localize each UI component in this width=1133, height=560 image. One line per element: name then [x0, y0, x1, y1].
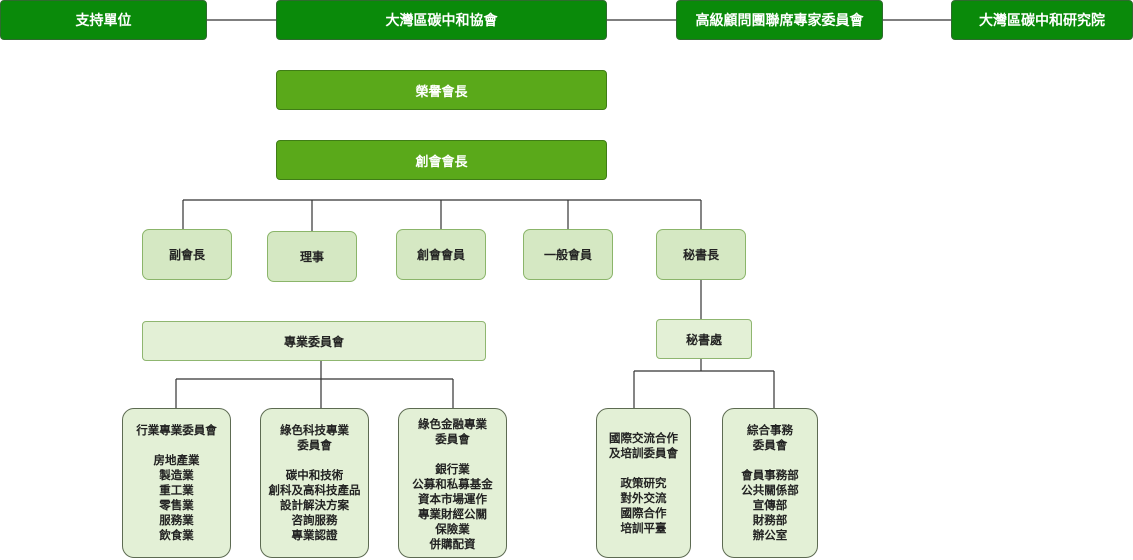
advisory-committee-label: 高級顧問團聯席專家委員會: [695, 13, 864, 29]
vice-president-label: 副會長: [168, 248, 205, 262]
green-finance-committee-title-line2: 委員會: [435, 432, 470, 446]
international-committee-title-line1: 國際交流合作: [609, 431, 678, 445]
list-item: 培訓平臺: [620, 521, 667, 535]
general-affairs-committee-list: 會員事務部 公共關係部 宣傳部 財務部 辦公室: [741, 468, 799, 543]
professional-committees-label: 專業委員會: [283, 334, 344, 349]
list-item: 咨詢服務: [291, 513, 338, 527]
general-affairs-committee-title-line1: 綜合事務: [747, 423, 793, 437]
list-item: 製造業: [159, 468, 194, 482]
list-item: 飲食業: [159, 528, 194, 542]
green-finance-committee-title-line1: 綠色金融專業: [418, 417, 487, 431]
director-box: 理事: [267, 231, 357, 282]
honorary-president-label: 榮譽會長: [415, 84, 468, 100]
list-item: 宣傳部: [752, 498, 788, 512]
international-committee-card: 國際交流合作 及培訓委員會 政策研究 對外交流 國際合作 培訓平臺: [596, 408, 691, 558]
list-item: 公募和私募基金: [412, 477, 493, 491]
founding-president-box: 創會會長: [276, 140, 607, 180]
list-item: 財務部: [752, 513, 788, 527]
director-label: 理事: [299, 250, 324, 264]
association-label: 大灣區碳中和協會: [385, 13, 498, 29]
list-item: 保險業: [435, 522, 470, 536]
list-item: 國際合作: [620, 506, 667, 520]
vice-president-box: 副會長: [142, 229, 232, 280]
honorary-president-box: 榮譽會長: [276, 70, 607, 110]
list-item: 服務業: [159, 513, 194, 527]
founding-member-label: 創會會員: [416, 248, 465, 262]
research-institute-box: 大灣區碳中和研究院: [951, 0, 1133, 40]
list-item: 零售業: [159, 498, 194, 512]
general-affairs-committee-title-line2: 委員會: [752, 438, 788, 452]
international-committee-title-line2: 及培訓委員會: [609, 446, 678, 460]
list-item: 碳中和技術: [285, 468, 344, 482]
list-item: 銀行業: [435, 462, 470, 476]
association-box: 大灣區碳中和協會: [276, 0, 607, 40]
list-item: 創科及高科技產品: [268, 483, 361, 497]
green-finance-committee-card: 綠色金融專業 委員會 銀行業 公募和私募基金 資本市場運作 專業財經公關 保險業…: [398, 408, 507, 558]
list-item: 專業財經公關: [418, 507, 487, 521]
list-item: 辦公室: [752, 528, 788, 542]
international-committee-list: 政策研究 對外交流 國際合作 培訓平臺: [621, 476, 667, 536]
general-affairs-committee-card: 綜合事務 委員會 會員事務部 公共關係部 宣傳部 財務部 辦公室: [722, 408, 818, 558]
list-item: 政策研究: [620, 476, 667, 490]
founding-president-label: 創會會長: [415, 154, 468, 170]
green-tech-committee-title-line2: 委員會: [297, 438, 332, 452]
list-item: 會員事務部: [741, 468, 799, 482]
list-item: 房地產業: [153, 453, 200, 467]
general-member-box: 一般會員: [523, 229, 613, 280]
list-item: 公共關係部: [741, 483, 799, 497]
green-finance-committee-list: 銀行業 公募和私募基金 資本市場運作 專業財經公關 保險業 併購配資: [412, 462, 493, 552]
industry-committee-card: 行業專業委員會 房地產業 製造業 重工業 零售業 服務業 飲食業: [122, 408, 231, 558]
industry-committee-list: 房地產業 製造業 重工業 零售業 服務業 飲食業: [154, 453, 200, 543]
list-item: 重工業: [159, 483, 194, 497]
secretariat-label: 秘書處: [685, 332, 722, 347]
research-institute-label: 大灣區碳中和研究院: [979, 13, 1105, 29]
green-tech-committee-title-line1: 綠色科技專業: [280, 423, 349, 437]
support-unit-label: 支持單位: [75, 13, 132, 29]
list-item: 併購配資: [429, 537, 476, 551]
green-tech-committee-list: 碳中和技術 創科及高科技產品 設計解決方案 咨詢服務 專業認證: [269, 468, 361, 543]
support-unit-box: 支持單位: [0, 0, 207, 40]
secretariat-box: 秘書處: [656, 319, 752, 359]
professional-committees-box: 專業委員會: [142, 321, 486, 361]
industry-committee-title: 行業專業委員會: [136, 423, 217, 437]
list-item: 資本市場運作: [418, 492, 487, 506]
founding-member-box: 創會會員: [396, 229, 486, 280]
list-item: 專業認證: [291, 528, 338, 542]
general-member-label: 一般會員: [543, 248, 592, 262]
secretary-general-box: 秘書長: [656, 229, 746, 280]
green-tech-committee-card: 綠色科技專業 委員會 碳中和技術 創科及高科技產品 設計解決方案 咨詢服務 專業…: [260, 408, 369, 558]
list-item: 對外交流: [620, 491, 667, 505]
advisory-committee-box: 高級顧問團聯席專家委員會: [676, 0, 883, 40]
secretary-general-label: 秘書長: [682, 248, 719, 262]
list-item: 設計解決方案: [280, 498, 349, 512]
